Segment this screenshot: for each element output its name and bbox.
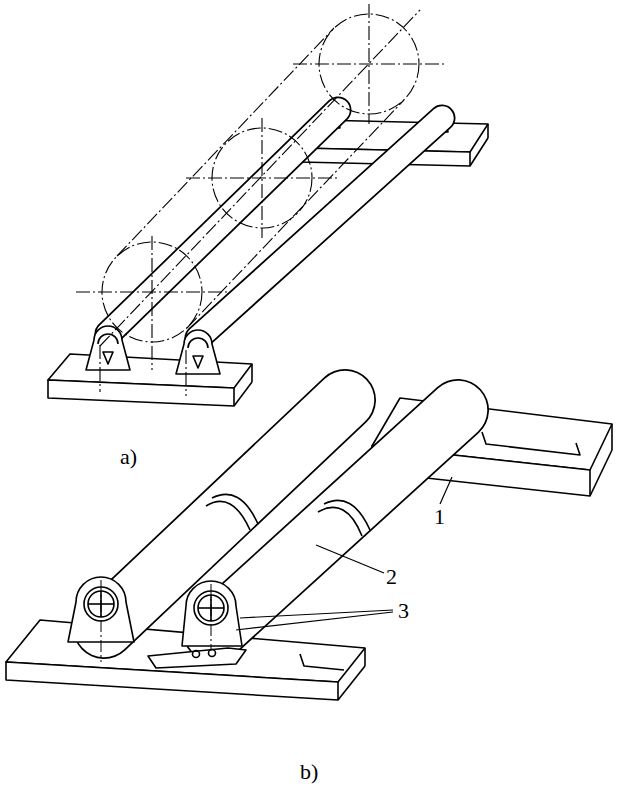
callout-number: 3 bbox=[398, 600, 409, 622]
callout-number: 2 bbox=[386, 566, 397, 588]
callout-number: 1 bbox=[434, 506, 445, 528]
figure-label: b) bbox=[300, 761, 318, 783]
figure-label: a) bbox=[120, 446, 137, 468]
